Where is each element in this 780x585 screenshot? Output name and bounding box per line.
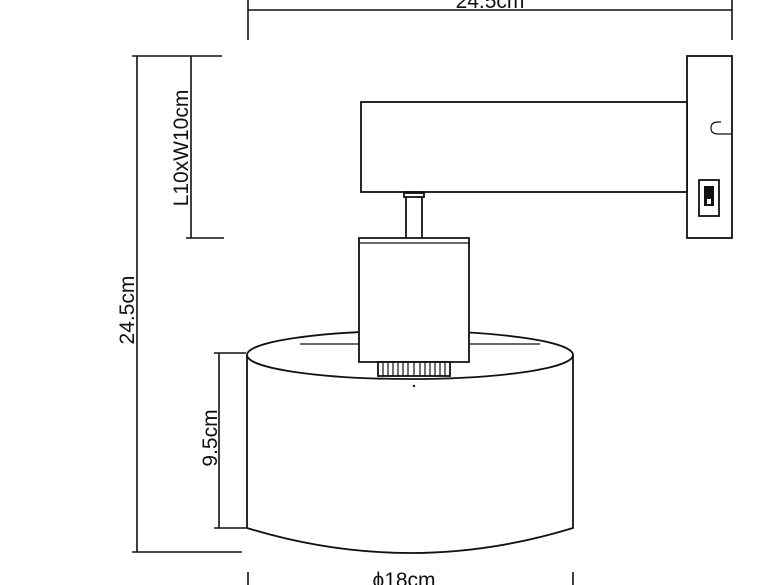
shade-body [246,355,574,554]
shade-center-dot [412,384,416,388]
shade-height-dimension: 9.5cm [199,352,246,529]
keyhole-hook-icon [710,121,732,135]
top-width-label: 24.5cm [456,0,525,13]
shade-diameter-dimension: ϕ18cm [247,569,574,585]
top-width-dimension: 24.5cm [247,0,733,40]
lamp-arm [360,101,688,193]
lamp-holder [358,237,470,377]
shade-height-label: 9.5cm [199,409,222,466]
arm-size-label: L10xW10cm [170,90,193,207]
stem-body [405,191,423,241]
total-height-label: 24.5cm [116,276,139,345]
stem-collar [403,192,425,198]
holder-ring-knurl [382,362,446,376]
total-height-dimension: 24.5cm [116,55,242,553]
shade-diameter-label: ϕ18cm [372,569,435,585]
holder-body [358,237,470,363]
rocker-switch-marker [707,199,711,204]
rocker-switch-button [704,186,714,206]
connector-stem [403,191,425,241]
wall-plate [686,55,733,239]
arm-size-dimension: L10xW10cm [170,56,224,239]
